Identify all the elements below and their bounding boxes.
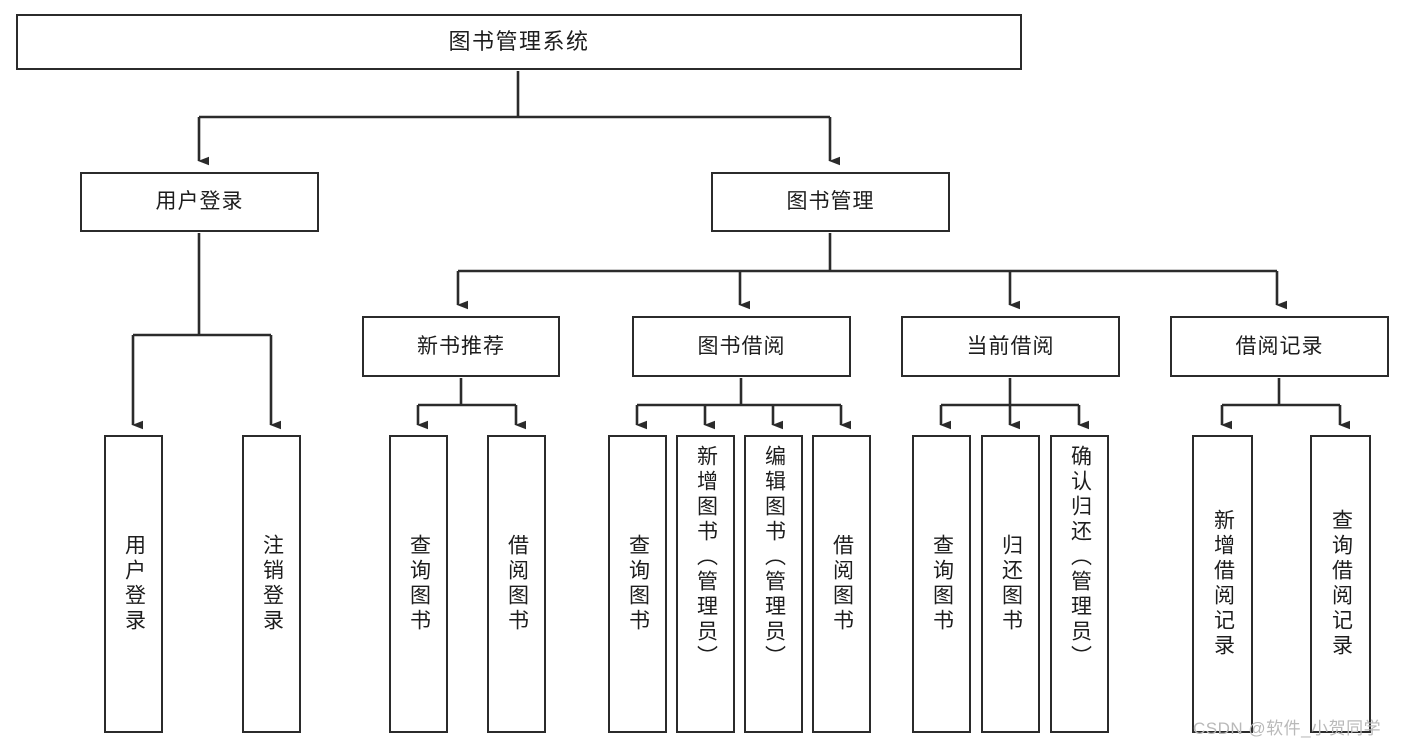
node-label: 借阅图书	[505, 534, 529, 634]
node-label: 图书管理	[786, 190, 875, 214]
node-label: 借阅记录	[1235, 334, 1324, 358]
csdn-watermark: CSDN @软件_小贺同学	[1193, 719, 1382, 738]
node-book-management[interactable]: 图书管理	[711, 172, 950, 232]
node-borrow-record[interactable]: 借阅记录	[1170, 316, 1389, 377]
node-label: 用户登录	[155, 190, 244, 214]
node-label: 查询图书	[626, 534, 650, 634]
node-label: 用户登录	[122, 534, 146, 634]
node-label: 图书借阅	[697, 334, 786, 358]
leaf-book-borrow-query-book[interactable]: 查询图书	[608, 435, 667, 733]
leaf-book-borrow-edit-book-admin[interactable]: 编辑图书（管理员）	[744, 435, 803, 733]
leaf-current-borrow-confirm-return-admin[interactable]: 确认归还（管理员）	[1050, 435, 1109, 733]
leaf-new-book-borrow-book[interactable]: 借阅图书	[487, 435, 546, 733]
node-label: 归还图书	[999, 534, 1023, 634]
node-label: 借阅图书	[830, 534, 854, 634]
node-label: 新书推荐	[417, 334, 505, 358]
node-label: 当前借阅	[966, 334, 1055, 358]
node-label: 查询借阅记录	[1329, 509, 1353, 659]
leaf-borrow-record-query-record[interactable]: 查询借阅记录	[1310, 435, 1371, 733]
node-label: 图书管理系统	[448, 28, 590, 54]
leaf-current-borrow-query-book[interactable]: 查询图书	[912, 435, 971, 733]
leaf-new-book-query-book[interactable]: 查询图书	[389, 435, 448, 733]
node-label: 查询图书	[930, 534, 954, 634]
node-user-login[interactable]: 用户登录	[80, 172, 319, 232]
leaf-current-borrow-return-book[interactable]: 归还图书	[981, 435, 1040, 733]
node-label: 注销登录	[260, 534, 284, 634]
leaf-book-borrow-borrow-book[interactable]: 借阅图书	[812, 435, 871, 733]
node-root-book-management-system[interactable]: 图书管理系统	[16, 14, 1022, 70]
node-label: 查询图书	[407, 534, 431, 634]
node-new-book-recommend[interactable]: 新书推荐	[362, 316, 560, 377]
node-label: 确认归还（管理员）	[1068, 445, 1092, 670]
leaf-user-login-logout[interactable]: 注销登录	[242, 435, 301, 733]
node-label: 新增图书（管理员）	[694, 445, 718, 670]
node-book-borrow[interactable]: 图书借阅	[632, 316, 851, 377]
leaf-borrow-record-add-record[interactable]: 新增借阅记录	[1192, 435, 1253, 733]
leaf-user-login-login[interactable]: 用户登录	[104, 435, 163, 733]
node-label: 编辑图书（管理员）	[762, 445, 786, 670]
leaf-book-borrow-add-book-admin[interactable]: 新增图书（管理员）	[676, 435, 735, 733]
node-current-borrow[interactable]: 当前借阅	[901, 316, 1120, 377]
node-label: 新增借阅记录	[1211, 509, 1235, 659]
